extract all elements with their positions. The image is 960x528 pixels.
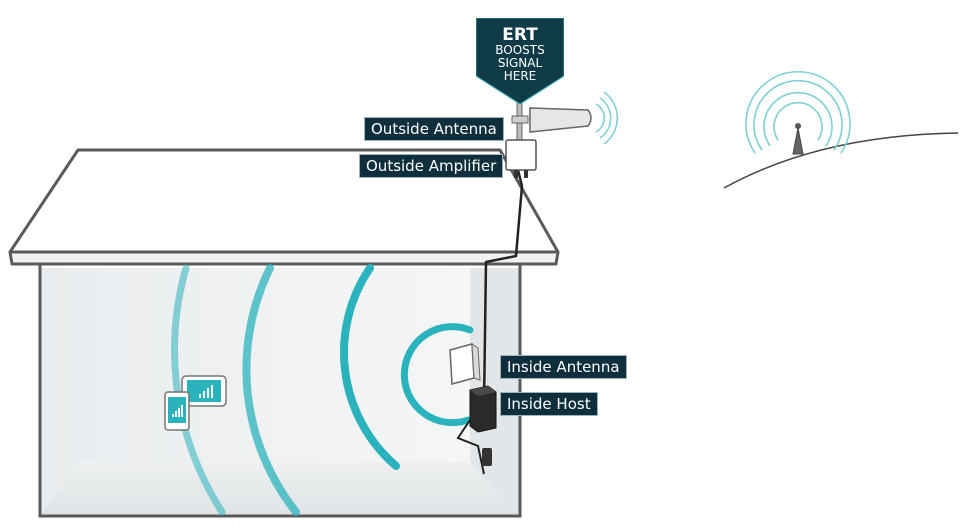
- banner-line-3: HERE: [503, 69, 537, 83]
- tablet-signal-bars-icon: [199, 385, 213, 398]
- banner-line-1: BOOSTS: [495, 43, 545, 57]
- outside-antenna: [511, 91, 619, 145]
- inside-antenna-label: Inside Antenna: [500, 355, 627, 379]
- outside-antenna-label: Outside Antenna: [364, 117, 504, 141]
- coax-cable: [482, 169, 524, 406]
- outside-amplifier-label: Outside Amplifier: [359, 154, 504, 178]
- outside-amplifier: [505, 139, 537, 178]
- cell-tower-hill: [723, 70, 959, 189]
- mobile-devices: [164, 375, 227, 431]
- inside-host-label: Inside Host: [500, 392, 598, 416]
- power-cable: [456, 419, 485, 475]
- banner-line-2: SIGNAL: [497, 56, 543, 70]
- phone-signal-bars-icon: [172, 405, 183, 417]
- inside-host: [469, 385, 497, 466]
- house: [8, 148, 560, 518]
- banner-title: ERT: [502, 25, 538, 45]
- inside-antenna: [449, 343, 481, 385]
- ert-boosts-signal-banner: ERT BOOSTS SIGNAL HERE: [476, 18, 564, 104]
